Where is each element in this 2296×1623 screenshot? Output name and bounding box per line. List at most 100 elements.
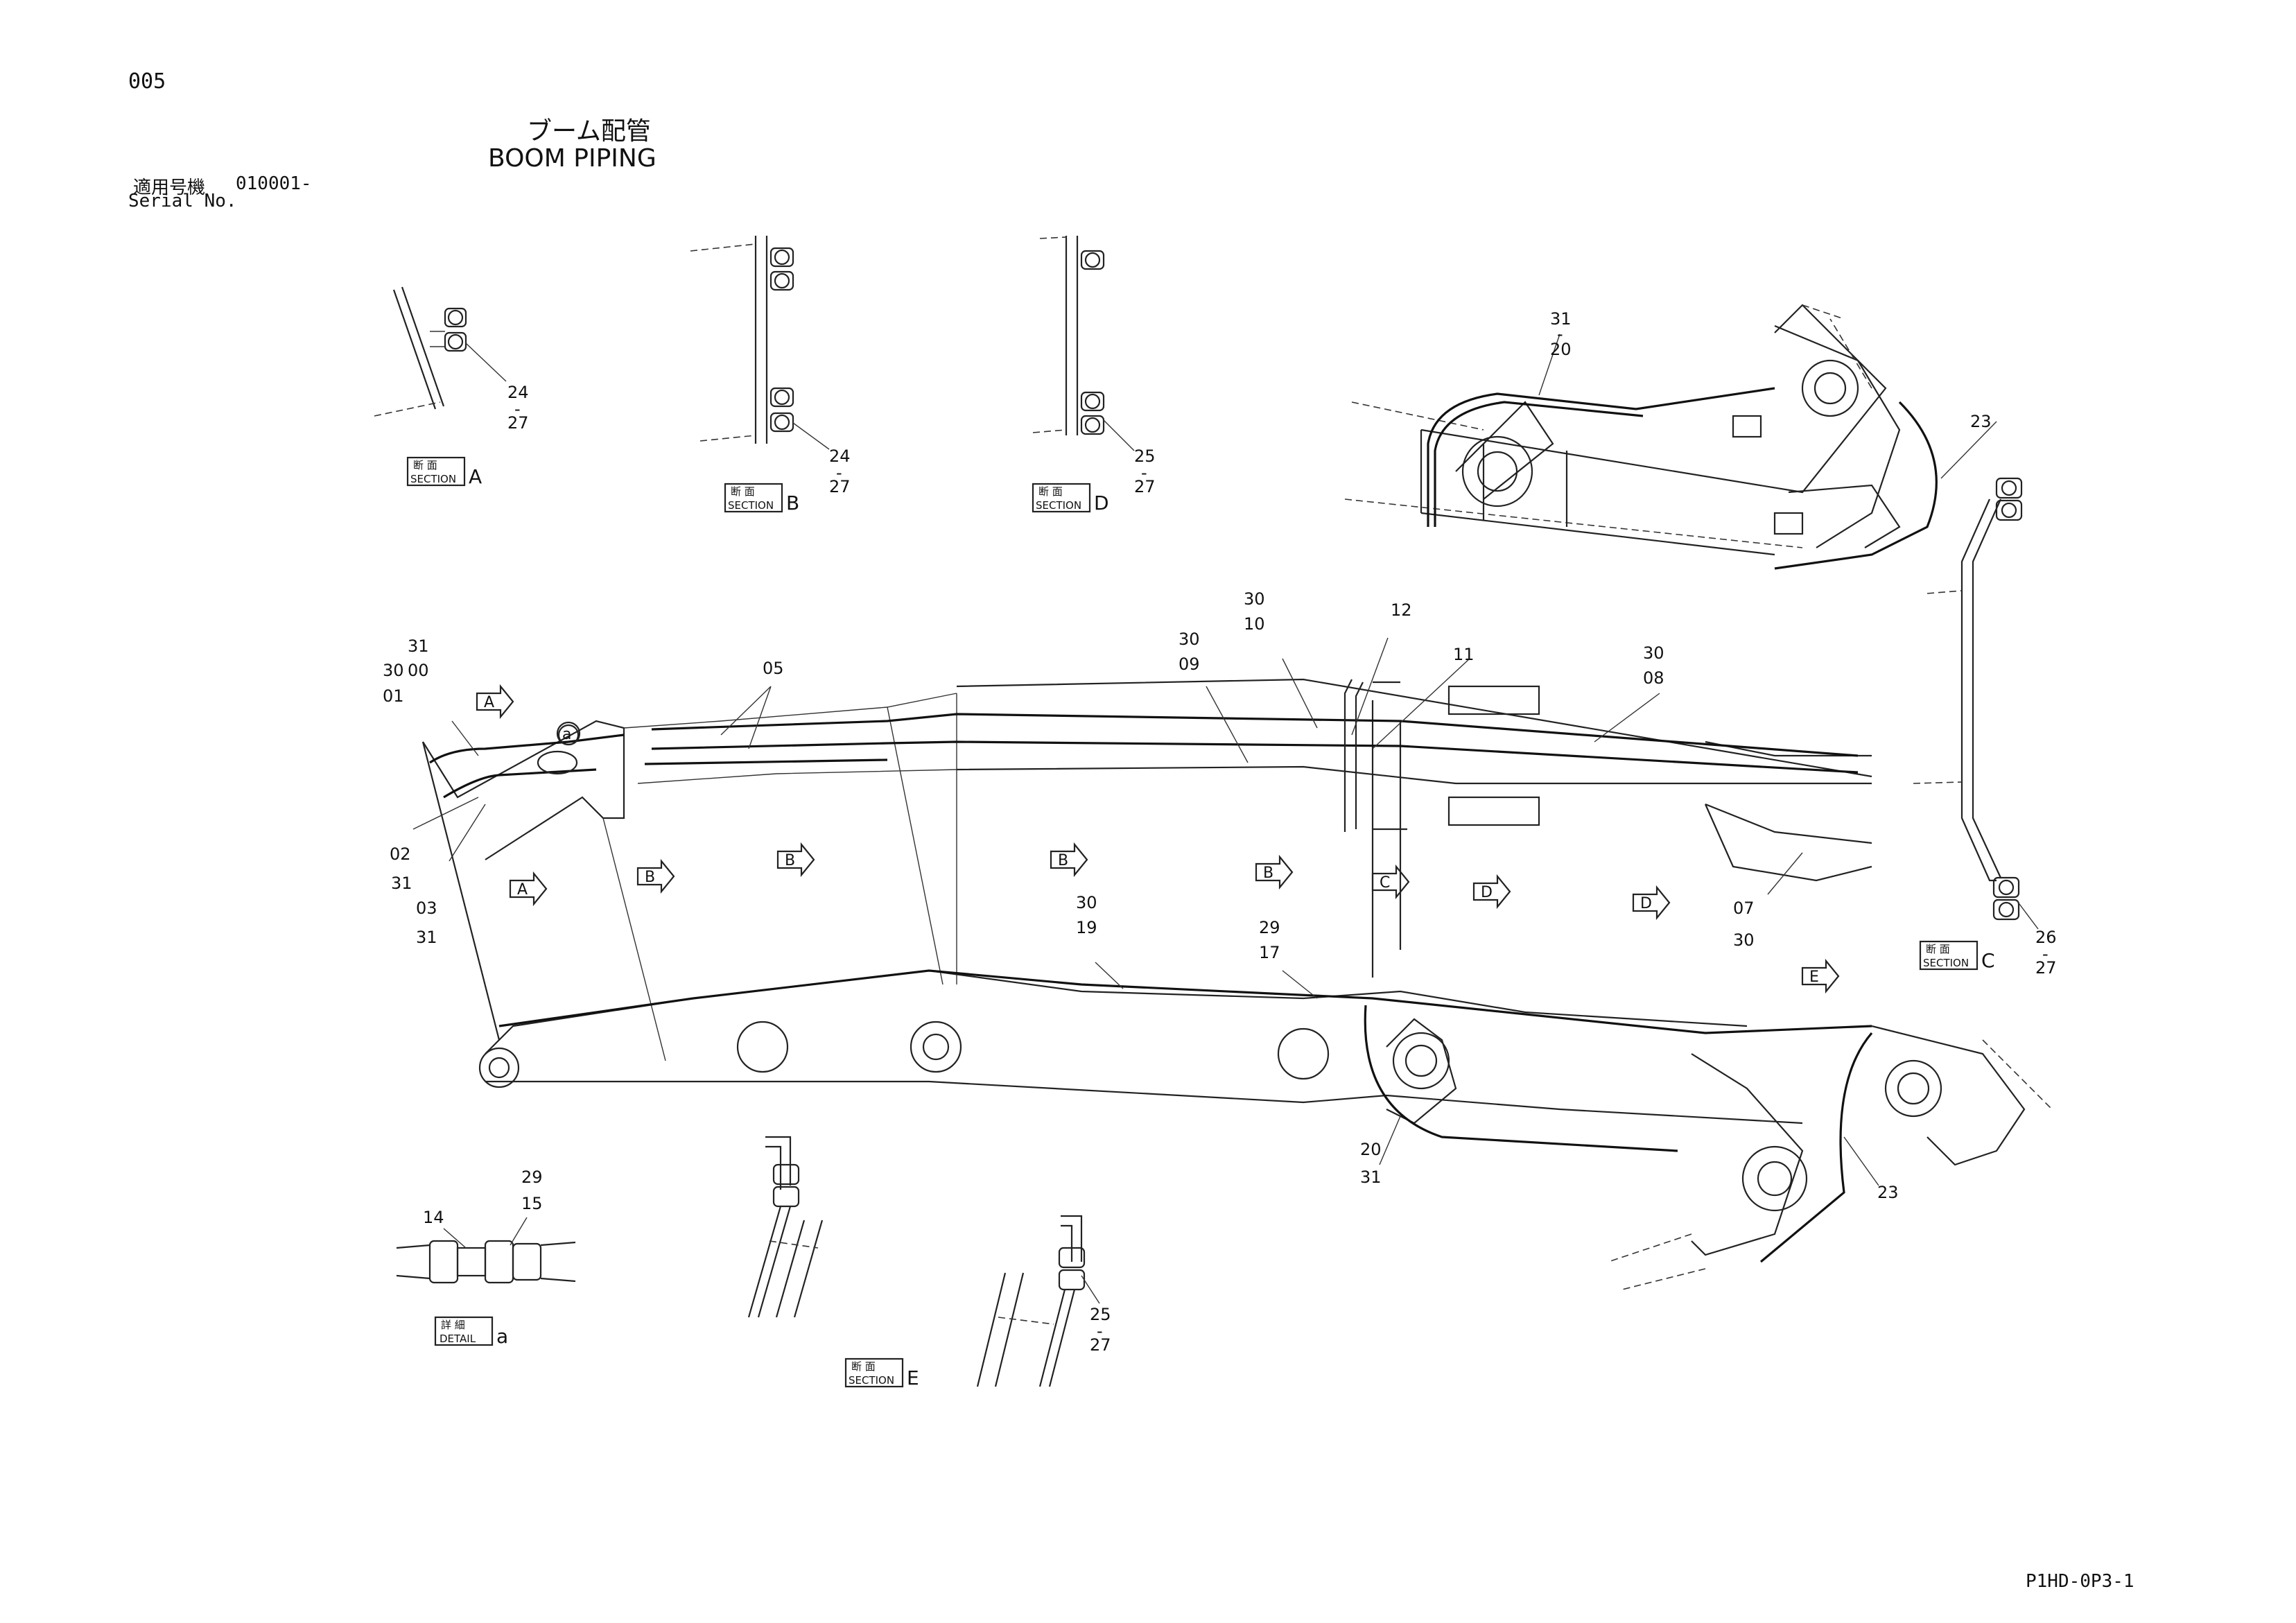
svg-text:E: E	[907, 1366, 919, 1389]
callout-01-left: 01	[383, 686, 404, 706]
callout-09: 09	[1179, 654, 1200, 674]
svg-text:E: E	[1809, 969, 1819, 986]
svg-text:C: C	[1981, 949, 1995, 972]
view-arrow-b1: B	[636, 858, 675, 894]
svg-text:-: -	[836, 463, 842, 483]
callout-10: 10	[1244, 614, 1265, 634]
section-c-label: 断 面 SECTION C	[1919, 940, 1995, 972]
callout-12: 12	[1391, 600, 1412, 620]
svg-text:詳 細: 詳 細	[441, 1319, 465, 1331]
callout-30-c: 30	[1244, 589, 1265, 609]
svg-text:a: a	[496, 1325, 508, 1348]
section-e-label: 断 面 SECTION E	[844, 1357, 919, 1389]
svg-text:D: D	[1094, 492, 1109, 514]
callout-30-d: 30	[1643, 643, 1664, 663]
callout-24-section-b: 24	[829, 446, 851, 466]
callout-15: 15	[521, 1194, 543, 1213]
boom-end-upper-view	[1344, 304, 1997, 570]
callout-20-upper: 20	[1550, 340, 1572, 359]
callout-07: 07	[1733, 899, 1755, 918]
callout-08: 08	[1643, 668, 1664, 688]
view-arrow-b4: B	[1255, 854, 1294, 890]
svg-text:-: -	[1557, 324, 1563, 344]
svg-text:B: B	[785, 852, 795, 869]
callout-30-e: 30	[1733, 930, 1755, 950]
serial-number-value: 010001-	[236, 173, 312, 194]
callout-17: 17	[1259, 943, 1280, 962]
svg-text:SECTION: SECTION	[410, 473, 456, 485]
callout-31-c: 31	[416, 928, 437, 947]
callout-23-lower: 23	[1877, 1183, 1899, 1202]
callout-29-detail: 29	[521, 1168, 543, 1187]
section-a-label: 断 面 SECTION A	[406, 456, 482, 488]
svg-text:B: B	[1058, 852, 1068, 869]
svg-text:B: B	[645, 869, 655, 886]
view-arrow-d2: D	[1632, 885, 1671, 921]
svg-text:A: A	[484, 694, 494, 711]
section-b-view	[690, 236, 830, 450]
svg-text:断 面: 断 面	[413, 459, 437, 471]
svg-text:D: D	[1640, 895, 1652, 912]
section-a-view	[374, 286, 507, 417]
callout-25-section-e: 25	[1090, 1305, 1111, 1324]
view-arrow-d1: D	[1472, 874, 1511, 910]
callout-27-section-c: 27	[2035, 958, 2057, 978]
callout-27-section-e: 27	[1090, 1335, 1111, 1355]
svg-text:-: -	[1097, 1321, 1103, 1341]
callout-31-b: 31	[391, 874, 412, 893]
callout-05: 05	[763, 659, 784, 678]
svg-text:-: -	[1141, 463, 1147, 483]
callout-20-lower: 20	[1360, 1140, 1382, 1159]
callout-27-section-d: 27	[1134, 477, 1156, 496]
view-arrow-b2: B	[776, 842, 815, 878]
callout-14: 14	[423, 1208, 444, 1227]
svg-text:SECTION: SECTION	[1036, 499, 1081, 512]
svg-text:D: D	[1481, 884, 1493, 901]
svg-text:a: a	[562, 726, 571, 743]
callout-02: 02	[390, 844, 411, 864]
serial-label-english: Serial No.	[128, 191, 237, 211]
serial-label-japanese: 適用号機	[133, 177, 206, 198]
title-english: BOOM PIPING	[488, 144, 656, 173]
detail-a-label: 詳 細 DETAIL a	[434, 1316, 508, 1348]
svg-text:断 面: 断 面	[1038, 485, 1063, 498]
svg-text:SECTION: SECTION	[849, 1374, 894, 1387]
svg-text:A: A	[469, 465, 482, 488]
svg-text:A: A	[517, 881, 528, 899]
svg-text:C: C	[1380, 874, 1390, 892]
section-d-label: 断 面 SECTION D	[1032, 483, 1109, 514]
detail-a-view	[396, 1217, 576, 1284]
callout-26-section-c: 26	[2035, 928, 2057, 947]
svg-text:断 面: 断 面	[851, 1360, 876, 1373]
view-arrow-e1: E	[1801, 958, 1840, 994]
callout-30-left: 30	[383, 661, 404, 680]
svg-text:SECTION: SECTION	[1923, 957, 1969, 969]
callout-24-section-a: 24	[507, 383, 529, 402]
view-arrow-c1: C	[1371, 864, 1410, 900]
svg-text:B: B	[786, 492, 799, 514]
drawing-code: P1HD-0P3-1	[2026, 1571, 2134, 1592]
svg-text:-: -	[2042, 944, 2049, 964]
view-arrow-a1: A	[476, 684, 514, 720]
section-e-right-view	[976, 1215, 1100, 1387]
section-d-view	[1032, 236, 1135, 451]
svg-text:断 面: 断 面	[1926, 943, 1950, 955]
section-c-view	[1913, 477, 2039, 930]
callout-03: 03	[416, 899, 437, 918]
svg-text:断 面: 断 面	[731, 485, 755, 498]
boom-main-view	[412, 637, 2053, 1290]
callout-29: 29	[1259, 918, 1280, 937]
title-japanese: ブーム配管	[527, 117, 651, 146]
callout-27-section-a: 27	[507, 413, 529, 433]
callout-25-section-d: 25	[1134, 446, 1156, 466]
view-arrow-a2: A	[509, 871, 548, 907]
svg-text:SECTION: SECTION	[728, 499, 774, 512]
callout-23-upper: 23	[1970, 412, 1992, 431]
page-number: 005	[128, 69, 166, 94]
view-arrow-b3: B	[1050, 842, 1088, 878]
svg-text:B: B	[1263, 865, 1273, 882]
callout-00-left: 00	[408, 661, 429, 680]
callout-11: 11	[1453, 645, 1475, 664]
callout-30-f: 30	[1076, 893, 1097, 912]
